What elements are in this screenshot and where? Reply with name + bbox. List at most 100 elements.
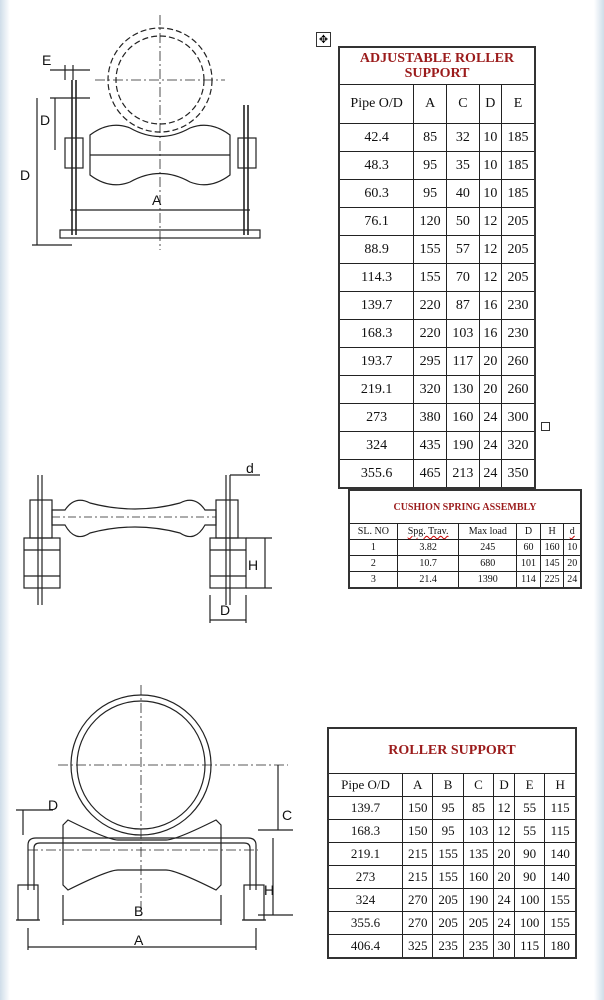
table-resize-handle[interactable] — [541, 422, 550, 431]
cell: 95 — [413, 179, 448, 208]
cell: 205 — [432, 888, 464, 912]
cell: 155 — [413, 235, 448, 264]
cell: 3.82 — [396, 539, 460, 556]
cell: 190 — [446, 431, 480, 460]
cell: 160 — [462, 865, 495, 889]
table-move-handle[interactable]: ✥ — [316, 32, 331, 47]
cell: 150 — [401, 819, 434, 843]
cell: 12 — [493, 819, 515, 843]
col-header: H — [544, 773, 577, 797]
cell: 235 — [462, 934, 495, 959]
cell: 205 — [500, 207, 536, 236]
cell: 270 — [401, 888, 434, 912]
cell: 50 — [446, 207, 480, 236]
cell: 190 — [462, 888, 495, 912]
cell: 235 — [432, 934, 464, 959]
cell: 115 — [544, 819, 577, 843]
cell: 103 — [462, 819, 495, 843]
cell: 324 — [338, 431, 415, 460]
cell: 325 — [401, 934, 434, 959]
cell: 139.7 — [327, 796, 403, 820]
cell: 273 — [338, 403, 415, 432]
cushion-spring-table: CUSHION SPRING ASSEMBLY SL. NO Spg. Trav… — [348, 489, 582, 589]
label-d-small: D — [40, 112, 50, 128]
cell: 355.6 — [338, 459, 415, 489]
cell: 130 — [446, 375, 480, 404]
cell: 324 — [327, 888, 403, 912]
cell: 12 — [478, 263, 502, 292]
cell: 42.4 — [338, 123, 415, 152]
cell: 273 — [327, 865, 403, 889]
cell: 10 — [478, 179, 502, 208]
adjustable-roller-table: ADJUSTABLE ROLLER SUPPORT Pipe O/D A C D… — [338, 46, 536, 489]
cell: 20 — [493, 842, 515, 866]
cell: 60.3 — [338, 179, 415, 208]
cushion-spring-drawing: d H D — [10, 455, 280, 635]
cell: 114.3 — [338, 263, 415, 292]
col-header: D — [493, 773, 515, 797]
cell: 20 — [478, 347, 502, 376]
label-d-big: D — [220, 602, 230, 618]
cell: 12 — [478, 235, 502, 264]
cell: 115 — [513, 934, 546, 959]
cell: 101 — [516, 555, 541, 572]
cell: 16 — [478, 319, 502, 348]
col-header: d — [563, 523, 582, 540]
cell: 85 — [462, 796, 495, 820]
adjustable-roller-drawing: E D D A — [10, 10, 310, 270]
cell: 215 — [401, 865, 434, 889]
cell: 380 — [413, 403, 448, 432]
label-b: B — [134, 903, 143, 919]
cell: 230 — [500, 291, 536, 320]
col-header: Max load — [458, 523, 518, 540]
cell: 76.1 — [338, 207, 415, 236]
cell: 193.7 — [338, 347, 415, 376]
cell: 350 — [500, 459, 536, 489]
cell: 168.3 — [327, 819, 403, 843]
col-header: Pipe O/D — [338, 84, 415, 124]
cell: 40 — [446, 179, 480, 208]
cell: 225 — [539, 571, 565, 589]
label-h: H — [264, 882, 274, 898]
cell: 103 — [446, 319, 480, 348]
cell: 205 — [462, 911, 495, 935]
cell: 55 — [513, 796, 546, 820]
cell: 12 — [493, 796, 515, 820]
col-header: B — [432, 773, 464, 797]
cell: 185 — [500, 123, 536, 152]
roller-support-table: ROLLER SUPPORT Pipe O/D A B C D E H 139.… — [327, 727, 577, 959]
cell: 205 — [500, 235, 536, 264]
cell: 70 — [446, 263, 480, 292]
cell: 57 — [446, 235, 480, 264]
cell: 295 — [413, 347, 448, 376]
cell: 1390 — [458, 571, 518, 589]
table-title: ADJUSTABLE ROLLER SUPPORT — [338, 46, 536, 85]
cell: 185 — [500, 179, 536, 208]
label-c: C — [282, 807, 292, 823]
cell: 87 — [446, 291, 480, 320]
cell: 168.3 — [338, 319, 415, 348]
col-header: SL. NO — [348, 523, 398, 540]
cell: 35 — [446, 151, 480, 180]
cell: 24 — [493, 888, 515, 912]
cell: 20 — [493, 865, 515, 889]
label-a: A — [152, 192, 162, 208]
cell: 245 — [458, 539, 518, 556]
cell: 205 — [500, 263, 536, 292]
cell: 155 — [544, 911, 577, 935]
cell: 300 — [500, 403, 536, 432]
